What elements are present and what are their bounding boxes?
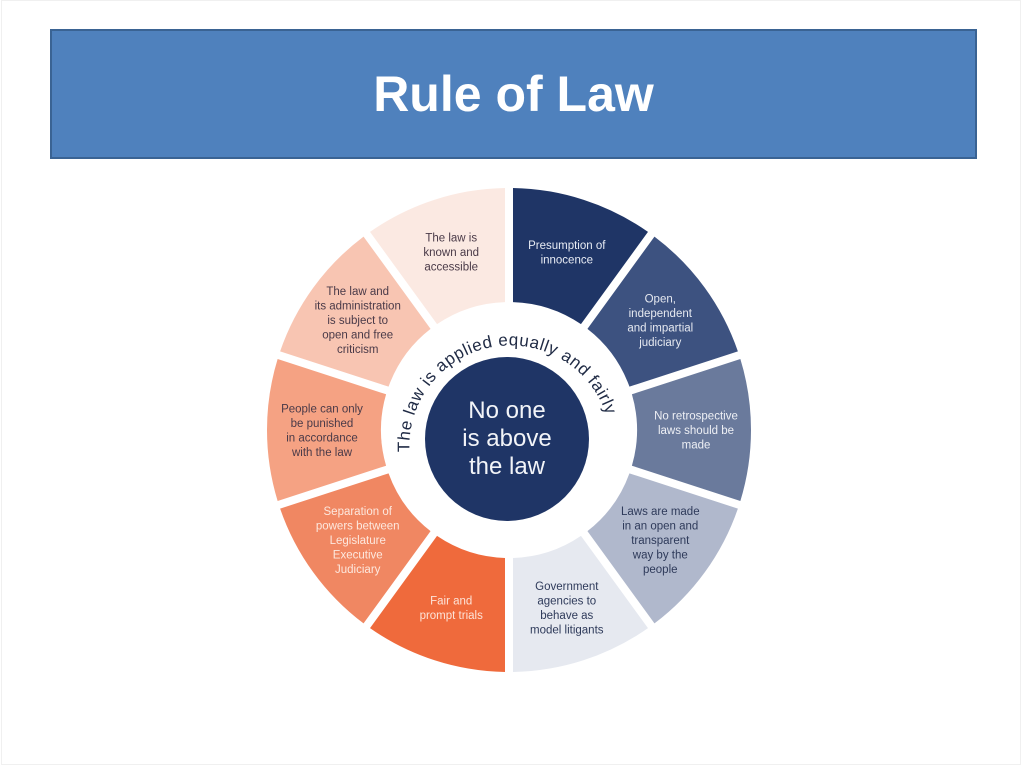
segment-fair-prompt-trials — [370, 535, 506, 672]
segment-known-accessible — [370, 188, 506, 325]
slide-title: Rule of Law — [373, 66, 654, 122]
segment-laws-made-openly — [587, 473, 738, 624]
segment-separation-of-powers — [280, 473, 431, 624]
segment-open-criticism — [280, 236, 431, 387]
segment-no-retrospective-laws — [631, 359, 751, 501]
title-banner: Rule of Law — [50, 29, 977, 159]
segment-model-litigants — [512, 535, 648, 672]
segment-presumption-of-innocence — [512, 188, 648, 325]
center-circle — [425, 357, 589, 521]
segment-open-independent-judiciary — [587, 236, 738, 387]
segment-punished-per-law — [267, 359, 387, 501]
